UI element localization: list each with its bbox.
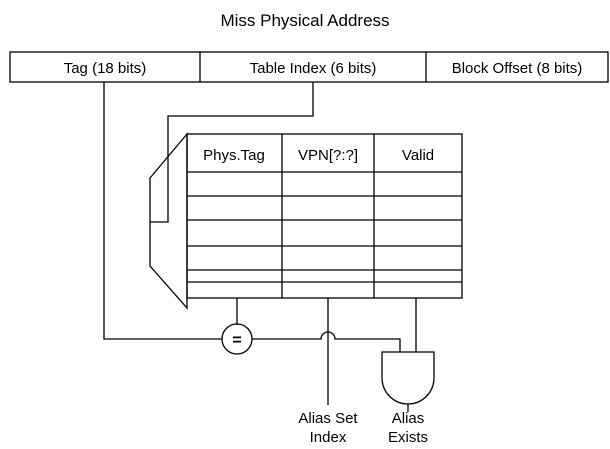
table-index-wire [150, 82, 314, 223]
tag-wire [103, 82, 222, 340]
vpn-header: VPN[?:?] [298, 147, 358, 164]
index-decoder [149, 132, 188, 310]
and-gate [381, 351, 435, 405]
compare-result-wire [252, 331, 401, 352]
alias-table: Phys.Tag VPN[?:?] Valid [186, 133, 463, 299]
alias-set-index-label-line1: Alias Set [298, 410, 358, 427]
block-offset-field-label: Block Offset (8 bits) [452, 60, 583, 77]
phys-tag-header: Phys.Tag [203, 147, 265, 164]
equals-symbol: = [232, 332, 241, 349]
alias-exists-label-line2: Exists [388, 429, 428, 446]
tag-field-label: Tag (18 bits) [64, 60, 147, 77]
table-index-field-label: Table Index (6 bits) [250, 60, 377, 77]
alias-table-border [186, 133, 463, 299]
alias-set-index-label-line2: Index [310, 429, 347, 446]
diagram-title: Miss Physical Address [220, 11, 389, 30]
alias-exists-label-line1: Alias [392, 410, 425, 427]
valid-header: Valid [402, 147, 434, 164]
address-register: Tag (18 bits) Table Index (6 bits) Block… [9, 51, 609, 83]
address-register-box [9, 51, 609, 83]
